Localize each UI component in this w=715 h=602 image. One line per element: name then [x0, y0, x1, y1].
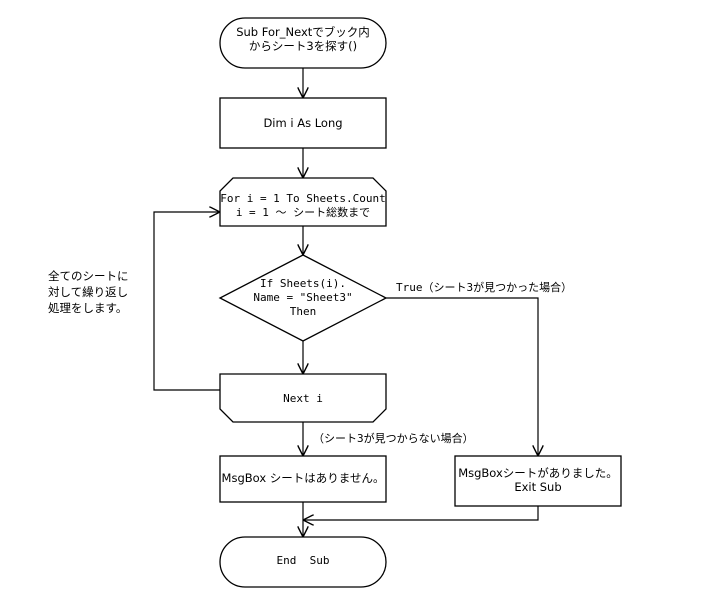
for-loop-line1: For i = 1 To Sheets.Count: [220, 192, 386, 205]
next-label: Next i: [283, 392, 323, 405]
next-loop-end-shape: [219, 373, 387, 423]
true-branch-label: True（シート3が見つかった場合）: [396, 281, 573, 294]
decision-line3: Then: [289, 305, 317, 318]
msgbox-found-label: MsgBoxシートがありました。 Exit Sub: [455, 466, 621, 494]
for-loop-label: For i = 1 To Sheets.Count i = 1 ～ シート総数ま…: [220, 192, 386, 220]
start-label-line2: からシート3を探す(): [248, 39, 358, 53]
loop-note-line3: 処理をします。: [48, 301, 128, 315]
false-branch-label: （シート3が見つからない場合）: [313, 432, 474, 445]
loop-back-arrow: [153, 212, 220, 391]
dim-label: Dim i As Long: [263, 116, 343, 130]
dim-process-box: [219, 97, 387, 149]
loop-note: 全てのシートに 対して繰り返し 処理をします。: [48, 268, 129, 316]
start-label: Sub For_Nextでブック内 からシート3を探す(): [220, 25, 386, 53]
for-loop-line2: i = 1 ～ シート総数まで: [235, 206, 371, 219]
true-branch-arrow: [386, 297, 538, 456]
found-to-end-arrow: [303, 506, 539, 520]
msgbox-not-found-box: [219, 455, 387, 503]
msgbox-found-line2: Exit Sub: [514, 480, 562, 494]
loop-note-line1: 全てのシートに: [48, 269, 129, 283]
msgbox-found-line1: MsgBoxシートがありました。: [458, 466, 618, 480]
msgbox-not-found-label: MsgBox シートはありません。: [221, 471, 385, 485]
end-label: End Sub: [276, 554, 330, 567]
decision-line1: If Sheets(i).: [259, 277, 347, 290]
loop-note-line2: 対して繰り返し: [48, 285, 129, 299]
start-label-line1: Sub For_Nextでブック内: [236, 25, 370, 39]
msgbox-found-box: [454, 455, 622, 507]
decision-label: If Sheets(i). Name = "Sheet3" Then: [240, 277, 366, 319]
for-loop-start-shape: [219, 177, 387, 227]
decision-line2: Name = "Sheet3": [253, 291, 353, 304]
